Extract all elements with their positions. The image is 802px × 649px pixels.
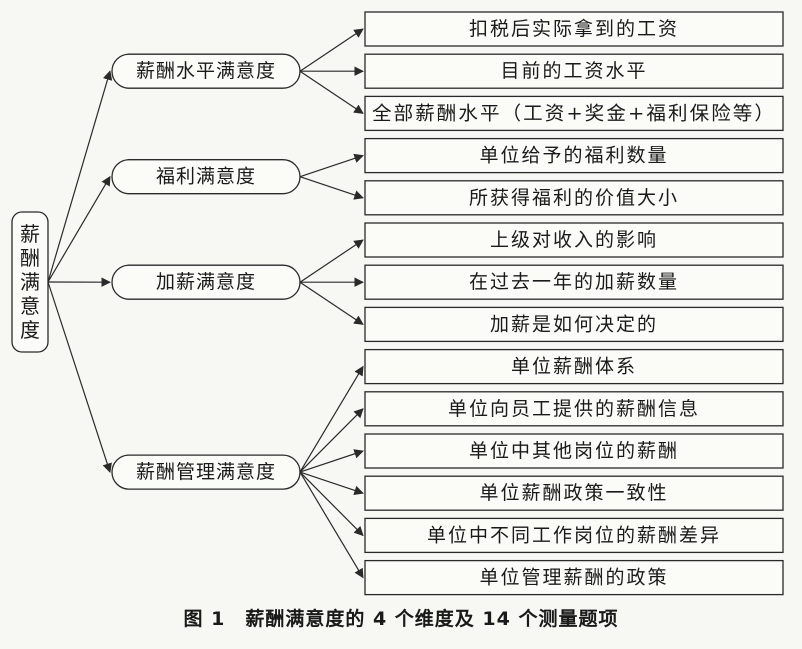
item-label: 所获得福利的价值大小 [469, 187, 679, 209]
dimension-label: 薪酬水平满意度 [136, 60, 276, 82]
item-label: 上级对收入的影响 [490, 229, 658, 251]
dimension-label: 薪酬管理满意度 [136, 461, 276, 483]
dimension-to-item-arrow [299, 471, 364, 496]
root-label-char: 酬 [20, 246, 40, 270]
dimension-to-item-arrow [299, 471, 364, 579]
root-to-dimension-arrow [47, 70, 113, 283]
item-box [364, 11, 784, 47]
item-box [364, 475, 784, 511]
root-label-char: 薪 [20, 222, 40, 246]
connectors [47, 28, 364, 579]
dimension-label: 福利满意度 [156, 166, 256, 188]
item-box [364, 433, 784, 469]
item-box [364, 180, 784, 216]
item-box [364, 559, 784, 596]
item-label: 单位薪酬体系 [511, 356, 637, 378]
diagram-canvas: 薪酬满意度 薪酬水平满意度 扣税后实际拿到的工资目前的工资水平全部薪酬水平（工资+奖… [11, 11, 784, 596]
dimension-to-item-arrow [299, 449, 364, 473]
dimension-label: 加薪满意度 [156, 271, 256, 293]
item-box [364, 391, 784, 427]
root-node [11, 211, 49, 353]
item-box [364, 264, 784, 300]
item-box [364, 306, 784, 343]
item-label: 加薪是如何决定的 [490, 313, 658, 335]
dimension-node [111, 159, 301, 195]
item-box [364, 137, 784, 174]
dimension-to-item-arrow [299, 70, 364, 114]
dimension-to-item-arrow [299, 365, 364, 473]
dimension-node [111, 264, 301, 300]
item-label: 单位中其他岗位的薪酬 [469, 440, 679, 462]
dimension-to-item-arrow [299, 239, 364, 283]
nodes: 薪酬满意度 薪酬水平满意度 扣税后实际拿到的工资目前的工资水平全部薪酬水平（工资+奖… [11, 11, 784, 596]
item-label: 目前的工资水平 [500, 60, 647, 82]
item-label: 全部薪酬水平（工资+奖金+福利保险等） [372, 102, 776, 124]
item-label: 扣税后实际拿到的工资 [469, 17, 679, 40]
item-label: 在过去一年的加薪数量 [469, 271, 679, 293]
item-label: 单位中不同工作岗位的薪酬差异 [427, 524, 721, 546]
item-box [364, 53, 784, 89]
dimension-to-item-arrow [299, 153, 364, 178]
item-box [364, 348, 784, 385]
root-label-char: 满 [20, 270, 40, 294]
item-label: 单位给予的福利数量 [479, 145, 668, 167]
item-label: 单位管理薪酬的政策 [479, 567, 668, 589]
dimension-to-item-arrow [299, 408, 364, 473]
item-label: 单位向员工提供的薪酬信息 [448, 398, 700, 420]
item-box [364, 95, 784, 132]
dimension-node [111, 53, 301, 89]
dimension-to-item-arrow [299, 281, 364, 325]
dimension-to-item-arrow [299, 176, 364, 200]
item-box [364, 517, 784, 554]
figure-caption: 图 1 薪酬满意度的 4 个维度及 14 个测量题项 [183, 608, 619, 630]
dimension-node [111, 454, 301, 490]
root-label-char: 度 [20, 318, 40, 342]
root-label-char: 意 [20, 294, 40, 318]
dimension-to-item-arrow [299, 28, 364, 72]
root-to-dimension-arrow [47, 175, 111, 283]
item-box [364, 222, 784, 258]
dimension-to-item-arrow [299, 471, 364, 537]
item-label: 单位薪酬政策一致性 [479, 482, 668, 504]
root-to-dimension-arrow [47, 281, 112, 474]
